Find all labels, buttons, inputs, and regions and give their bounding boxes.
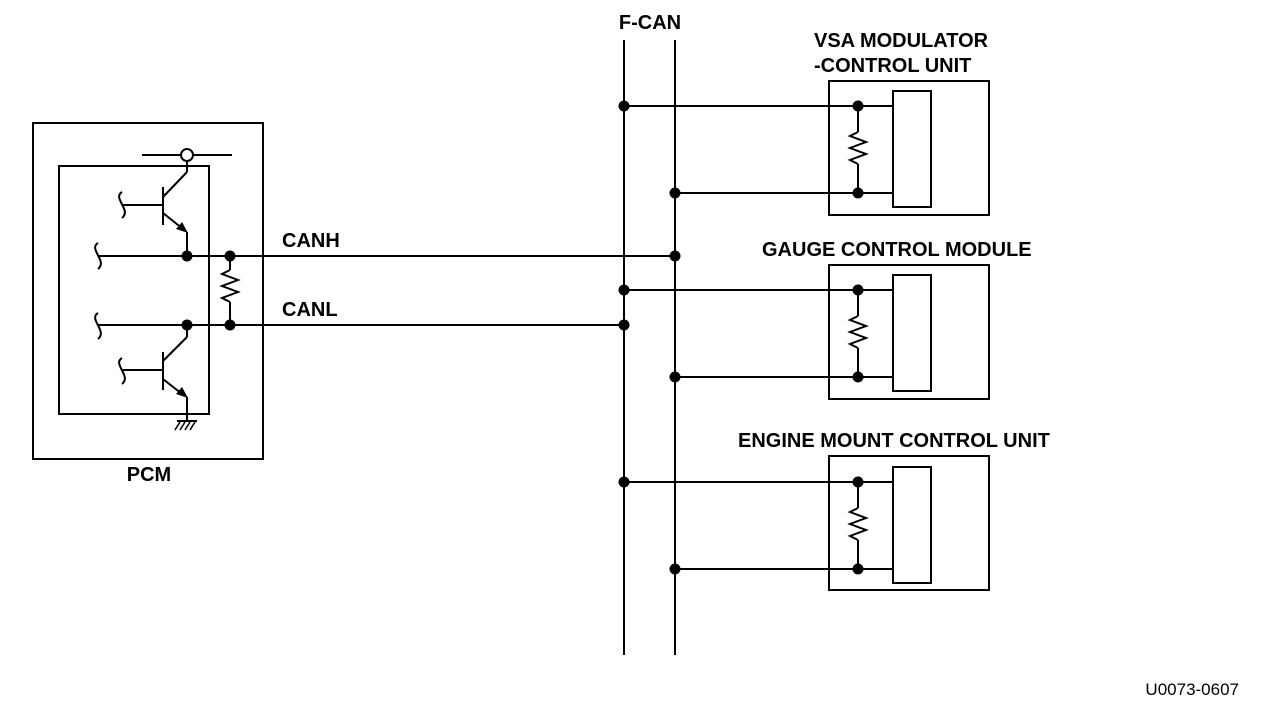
- unit-vsa-label-line2: -CONTROL UNIT: [814, 55, 971, 77]
- unit-engine-mount-control: [618, 455, 990, 591]
- ground-icon: [174, 420, 197, 431]
- f-can-label: F-CAN: [619, 12, 681, 34]
- supply-terminal-icon: [180, 148, 194, 162]
- lower-transistor-icon: [118, 336, 188, 421]
- f-can-bus: [623, 40, 676, 655]
- unit-gauge-label: GAUGE CONTROL MODULE: [762, 239, 1032, 261]
- pcm-termination-resistor-icon: [219, 269, 241, 303]
- gauge-termination-resistor-icon: [847, 315, 869, 349]
- canh-label: CANH: [282, 230, 340, 252]
- unit-vsa-label-line1: VSA MODULATOR: [814, 30, 989, 52]
- engine-mount-termination-resistor-icon: [847, 507, 869, 541]
- canl-label: CANL: [282, 299, 338, 321]
- reference-code: U0073-0607: [1145, 680, 1239, 699]
- unit-vsa-modulator: [618, 80, 990, 216]
- unit-gauge-control-module: [618, 264, 990, 400]
- pcm-label: PCM: [127, 464, 171, 486]
- unit-engine-mount-label: ENGINE MOUNT CONTROL UNIT: [738, 430, 1050, 452]
- pcm-inner-box: [58, 165, 210, 415]
- vsa-termination-resistor-icon: [847, 131, 869, 165]
- pcm-outer-box: [32, 122, 264, 460]
- pcm-module: [32, 122, 264, 460]
- upper-transistor-icon: [118, 171, 188, 256]
